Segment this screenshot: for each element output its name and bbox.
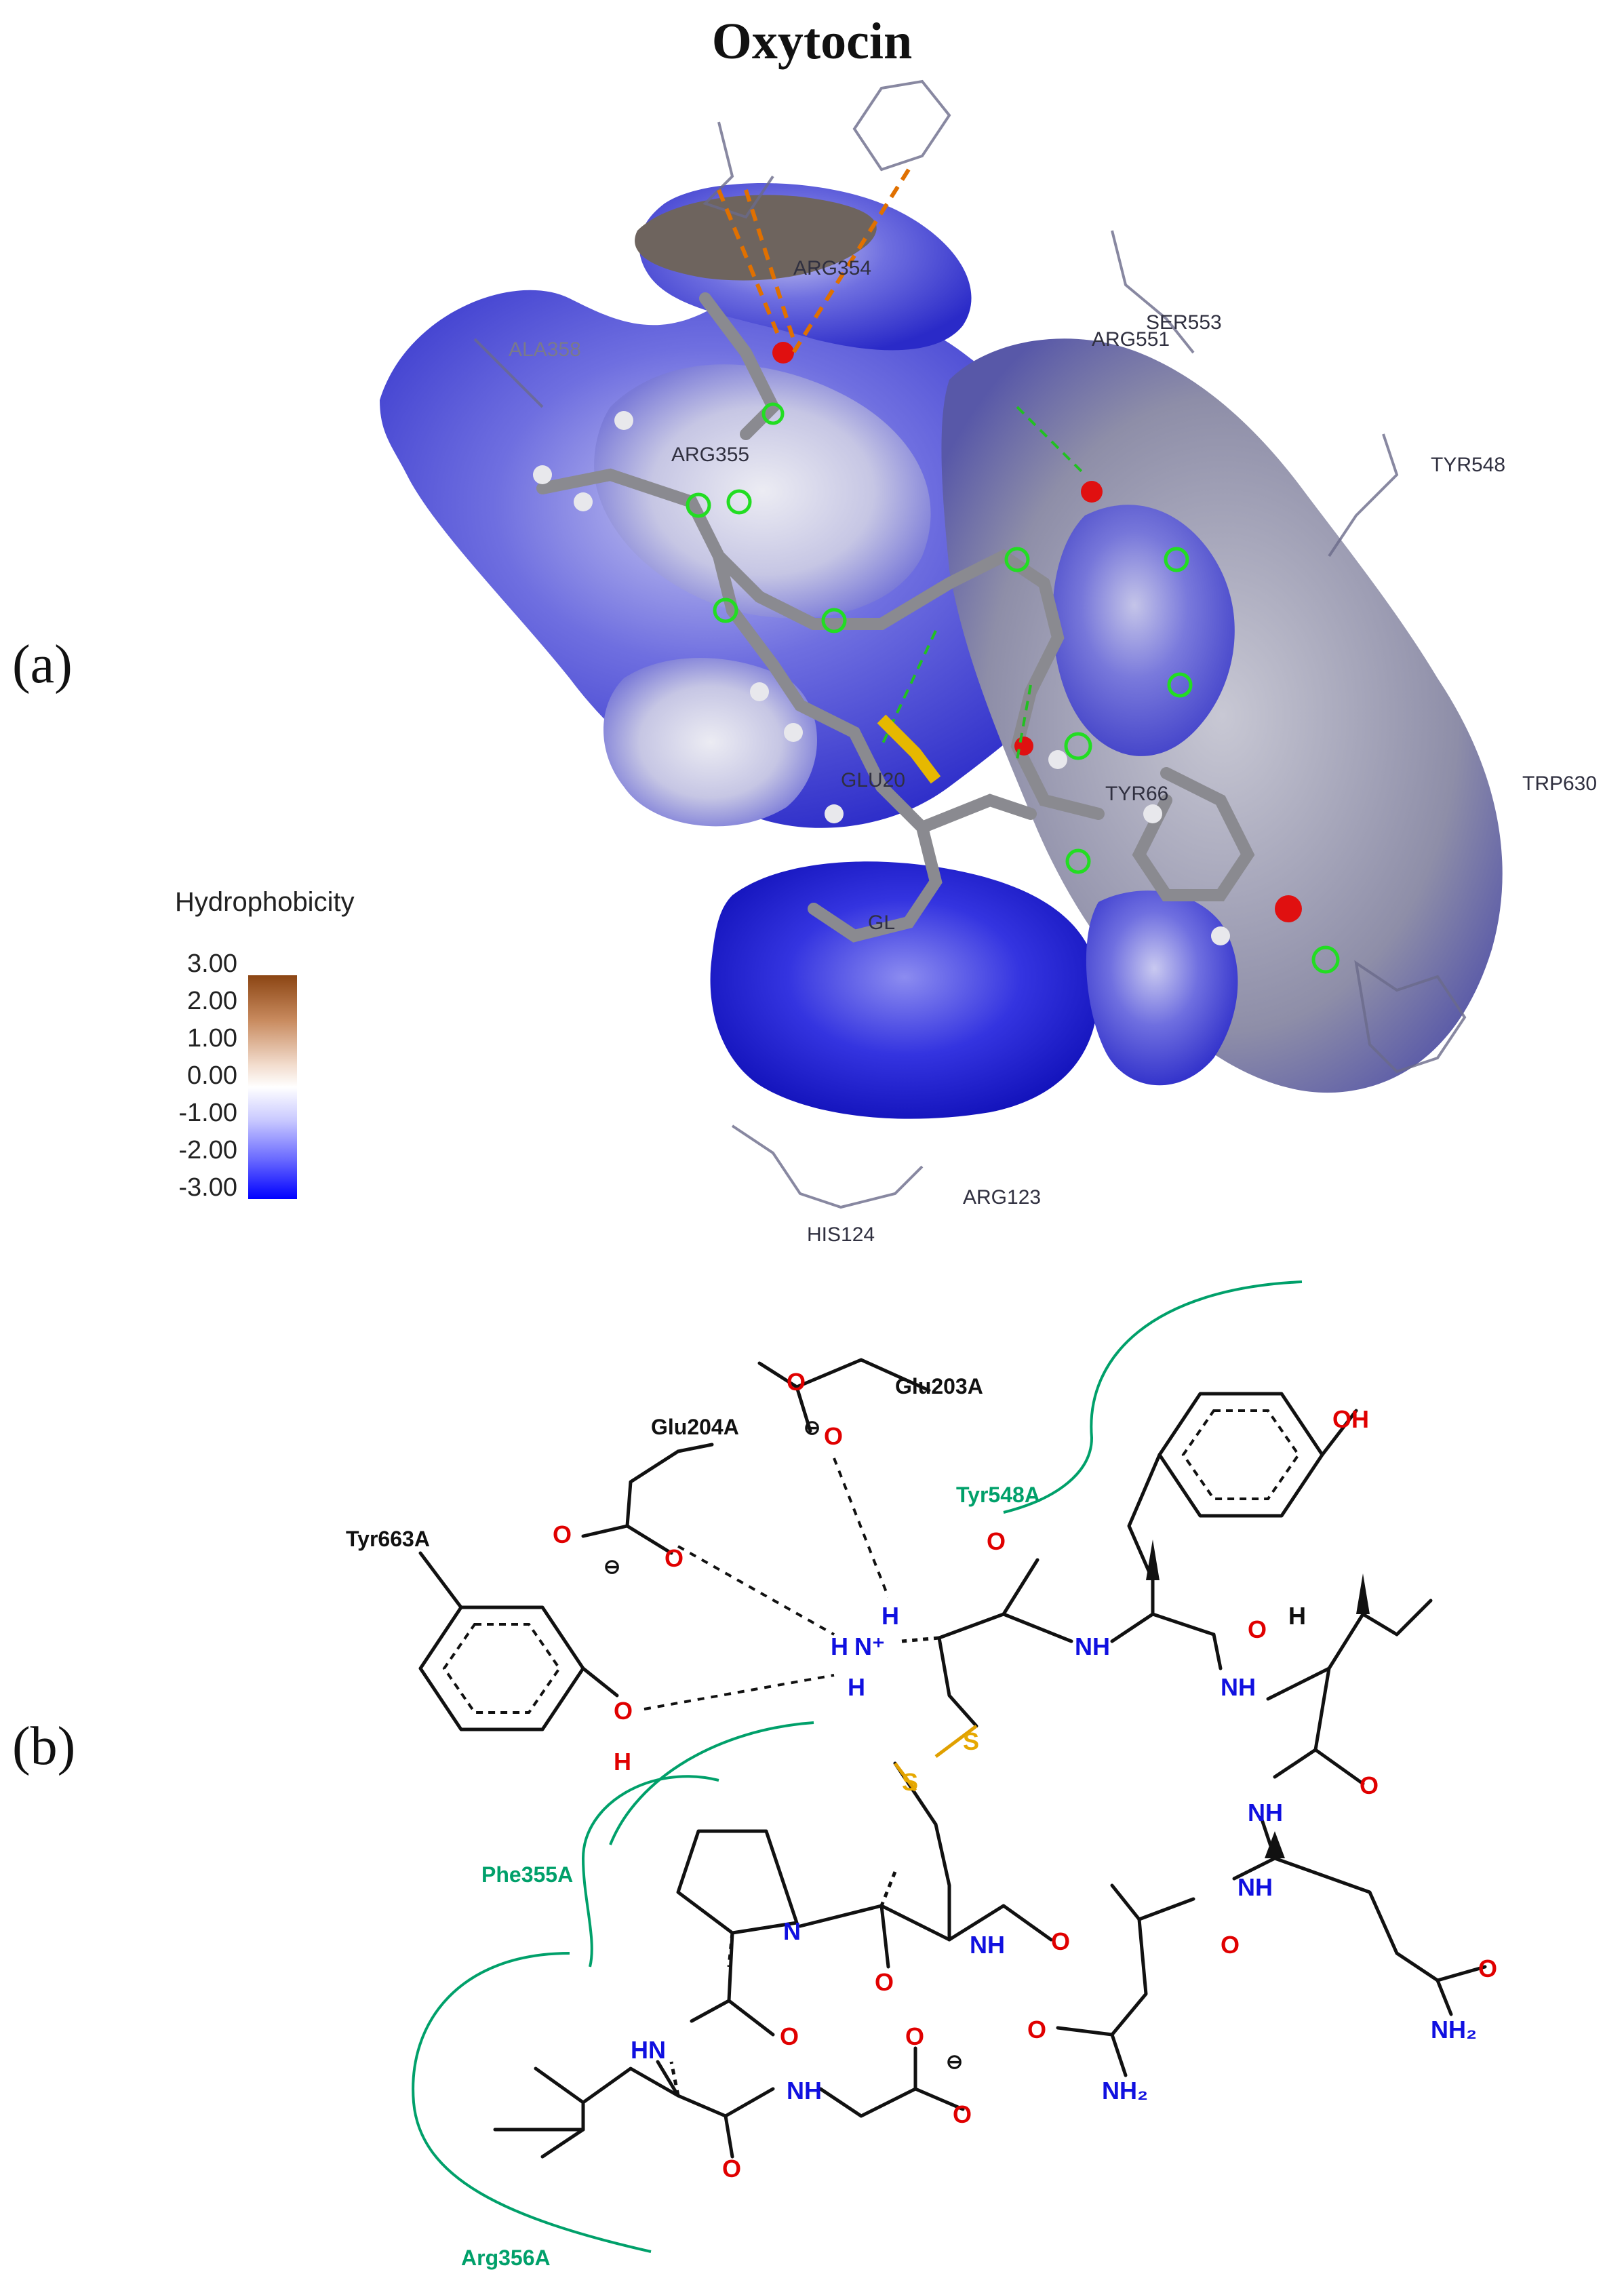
atom-label: H xyxy=(1288,1602,1306,1630)
legend-tick: 1.00 xyxy=(187,1024,237,1053)
atom-label: O xyxy=(1027,2016,1046,2043)
panel-a-surface-render: ARG354 ALA358 ARG355 SER553 ARG551 TYR54… xyxy=(380,79,1597,1246)
interaction-markers xyxy=(686,402,1340,974)
oxygen-atoms xyxy=(772,342,1302,922)
dashed-bonds xyxy=(669,1636,940,2096)
label-arg356: Arg356A xyxy=(461,2246,551,2270)
residue-label-arg355: ARG355 xyxy=(671,444,749,466)
atom-label: H xyxy=(831,1632,848,1660)
atom-label: N xyxy=(783,1917,801,1945)
hydrogen-atoms xyxy=(533,411,1230,945)
salt-bridge-lines xyxy=(717,168,911,354)
label-glu203: Glu203A xyxy=(895,1374,983,1398)
atom-label: NH xyxy=(1075,1632,1110,1660)
panel-b-interaction-diagram: Glu204A Glu203A Tyr663A Tyr548A Phe355A … xyxy=(346,1280,1497,2270)
hydrophobic-contact-arcs xyxy=(412,1280,1303,2253)
hydrophobicity-color-bar xyxy=(248,975,297,1199)
atom-label: NH xyxy=(1237,1873,1273,1901)
aromatic-rings xyxy=(442,1409,1301,1714)
charge-label: ⊖ xyxy=(603,1556,620,1578)
atom-label: O xyxy=(1051,1927,1070,1955)
residue-label-glu204: GL xyxy=(868,912,895,934)
surface-top-flap xyxy=(635,195,877,281)
residue-label-ser553: SER553 xyxy=(1146,311,1222,334)
atom-label: OH xyxy=(1332,1405,1369,1433)
residue-labels-2d: Glu204A Glu203A Tyr663A Tyr548A Phe355A … xyxy=(346,1374,1040,2270)
surface-bottom-lobe xyxy=(710,861,1098,1119)
atom-label: S xyxy=(963,1727,979,1755)
atom-label: NH xyxy=(970,1931,1005,1959)
atom-label: N⁺ xyxy=(854,1632,885,1660)
atom-label: H xyxy=(614,1748,631,1776)
atom-label: HN xyxy=(631,2036,666,2064)
atom-label: O xyxy=(1478,1955,1497,1982)
atom-label: O xyxy=(1221,1931,1240,1959)
atom-label: NH xyxy=(1221,1673,1256,1701)
residue-label-tyr663: TYR66 xyxy=(1105,783,1168,805)
charge-label: ⊖ xyxy=(804,1417,820,1439)
residue-label-tyr548: TYR548 xyxy=(1431,454,1505,476)
residue-label-arg354: ARG354 xyxy=(793,257,871,279)
residue-label-ala358: ALA358 xyxy=(509,338,581,361)
legend-tick: 0.00 xyxy=(187,1061,237,1090)
residue-label-trp630: TRP630 xyxy=(1522,772,1597,795)
charge-label: ⊖ xyxy=(946,2051,963,2073)
legend-tick: 3.00 xyxy=(187,949,237,978)
legend-tick: 2.00 xyxy=(187,987,237,1015)
label-tyr548: Tyr548A xyxy=(956,1483,1040,1507)
panel-label-b: (b) xyxy=(12,1717,76,1776)
atom-label: O xyxy=(905,2022,924,2050)
wedge-bonds xyxy=(1146,1540,1370,1858)
legend-title: Hydrophobicity xyxy=(175,887,355,917)
atom-label: O xyxy=(824,1422,843,1450)
residue-label-arg123: ARG123 xyxy=(963,1186,1041,1209)
disulfide-bonds xyxy=(894,1725,978,1792)
atom-label: O xyxy=(1360,1771,1379,1799)
atom-label: O xyxy=(875,1968,894,1996)
atom-label: NH xyxy=(787,2077,822,2104)
residue-sticks xyxy=(473,79,1467,1209)
atom-label: O xyxy=(1248,1615,1267,1643)
legend-tick: -1.00 xyxy=(178,1099,237,1127)
label-tyr663: Tyr663A xyxy=(346,1527,430,1551)
atom-labels: O O ⊖ O O ⊖ O H H H N⁺ H O NH O NH OH H … xyxy=(553,1368,1497,2182)
atom-label: S xyxy=(902,1768,918,1796)
figure-title: Oxytocin xyxy=(711,13,913,70)
atom-label: NH₂ xyxy=(1431,2016,1477,2043)
atom-label: NH xyxy=(1248,1799,1283,1826)
legend-tick: -2.00 xyxy=(178,1136,237,1164)
panel-label-a: (a) xyxy=(12,635,73,694)
residue-labels: ARG354 ALA358 ARG355 SER553 ARG551 TYR54… xyxy=(509,257,1597,1246)
atom-label: O xyxy=(987,1527,1006,1555)
residue-label-glu203: GLU20 xyxy=(841,769,905,791)
label-phe355: Phe355A xyxy=(481,1862,573,1887)
skeletal-bonds xyxy=(418,1358,1487,2159)
atom-label: NH₂ xyxy=(1102,2077,1148,2104)
disulfide-bond xyxy=(877,714,941,784)
atom-label: O xyxy=(614,1697,633,1725)
atom-label: O xyxy=(953,2100,972,2128)
atom-label: O xyxy=(780,2022,799,2050)
legend-tick: -3.00 xyxy=(178,1173,237,1202)
atom-label: H xyxy=(882,1602,899,1630)
hbond-dashed-lines xyxy=(643,1457,890,1710)
surface-bottom-right xyxy=(1086,890,1238,1086)
atom-label: O xyxy=(787,1368,806,1396)
residue-label-his124: HIS124 xyxy=(807,1223,875,1246)
atom-label: O xyxy=(665,1544,684,1572)
atom-label: H xyxy=(848,1673,865,1701)
atom-label: O xyxy=(553,1521,572,1548)
label-glu204: Glu204A xyxy=(651,1415,739,1439)
atom-label: O xyxy=(722,2155,741,2182)
residue-label-arg551: ARG551 xyxy=(1092,328,1170,351)
surface-central-white xyxy=(594,364,931,619)
